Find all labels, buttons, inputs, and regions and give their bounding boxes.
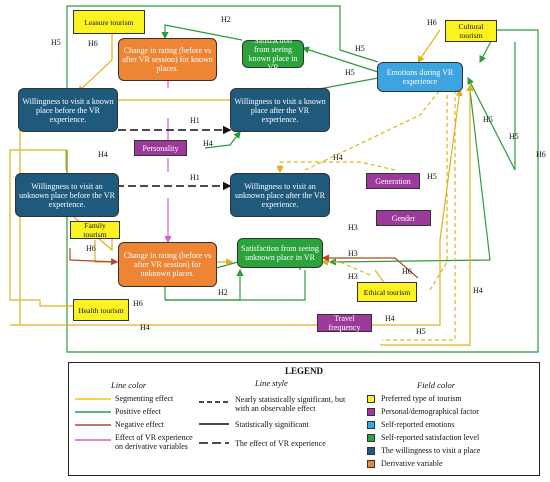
node-leasure-tourism: Leasure tourism: [73, 10, 145, 34]
node-travel-frequency: Travel frequency: [317, 314, 372, 332]
node-change-in-rating-known: Change in rating (before vs after VR ses…: [118, 38, 217, 81]
hypothesis-label-h3: H3: [348, 272, 358, 281]
hypothesis-label-h4: H4: [98, 150, 108, 159]
hypothesis-label-h6: H6: [536, 150, 546, 159]
legend: LEGEND Line color Line style Field color…: [68, 362, 540, 476]
hypothesis-label-h4: H4: [385, 314, 395, 323]
hypothesis-label-h5: H5: [416, 327, 426, 336]
node-family-tourism: Family tourism: [70, 221, 120, 239]
legend-field-color-label: Self-reported emotions: [381, 420, 455, 429]
hypothesis-label-h2: H2: [221, 15, 231, 24]
node-health-tourism: Health tourism: [73, 299, 129, 321]
hypothesis-label-h5: H5: [509, 132, 519, 141]
hypothesis-label-h4: H4: [333, 153, 343, 162]
hypothesis-label-h6: H6: [427, 18, 437, 27]
hypothesis-label-h3: H3: [348, 249, 358, 258]
hypothesis-label-h6: H6: [402, 267, 412, 276]
node-willingness-unknown-after: Willingness to visit an unknown place af…: [230, 173, 330, 217]
legend-field-color-label: Preferred type of tourism: [381, 394, 462, 403]
legend-line-color-label: Segmenting effect: [115, 394, 174, 403]
legend-swatch-willingness: [367, 447, 375, 455]
node-personality: Personality: [134, 140, 187, 156]
legend-line-style-label: Statistically significant: [235, 420, 309, 429]
node-gender: Gender: [376, 210, 431, 226]
legend-swatch-preferred-tourism: [367, 395, 375, 403]
legend-line-style-label: Nearly statistically significant, but wi…: [235, 395, 346, 413]
legend-title: LEGEND: [285, 366, 324, 376]
hypothesis-label-h5: H5: [427, 172, 437, 181]
legend-line-color-label: Positive effect: [115, 407, 161, 416]
legend-swatch-derivative: [367, 460, 375, 468]
legend-line-color-samples: [75, 398, 111, 441]
node-satisfaction-unknown: Satisfaction from seeing unknown place i…: [237, 238, 323, 268]
node-satisfaction-known: Satisfaction from seeing known place in …: [242, 36, 304, 72]
hypothesis-label-h1: H1: [190, 173, 200, 182]
legend-line-color-label: Effect of VR experience on derivative va…: [115, 433, 193, 451]
node-willingness-unknown-before: Willingness to visit an unknown place be…: [15, 173, 119, 217]
hypothesis-label-h2: H2: [218, 288, 228, 297]
hypothesis-label-h5: H5: [483, 115, 493, 124]
legend-swatch-personal-factor: [367, 408, 375, 416]
hypothesis-label-h5: H5: [345, 68, 355, 77]
node-change-in-rating-unknown: Change in rating (before vs after VR ses…: [118, 242, 217, 287]
node-cultural-tourism: Cultural tourism: [445, 20, 497, 42]
hypothesis-label-h6: H6: [133, 299, 143, 308]
hypothesis-label-h4: H4: [140, 323, 150, 332]
legend-field-color-label: Derivative variable: [381, 459, 443, 468]
legend-field-color-label: Self-reported satisfaction level: [381, 433, 480, 442]
node-willingness-known-before: Willingness to visit a known place befor…: [18, 88, 118, 132]
legend-line-style-header: Line style: [255, 378, 288, 388]
node-ethical-tourism: Ethical tourism: [357, 282, 417, 302]
legend-swatch-emotions: [367, 421, 375, 429]
node-willingness-known-after: Willingness to visit a known place after…: [230, 88, 330, 132]
legend-swatch-satisfaction: [367, 434, 375, 442]
legend-line-style-samples: [199, 401, 229, 444]
legend-field-color-label: The willingness to visit a place: [381, 446, 481, 455]
legend-line-color-header: Line color: [111, 380, 147, 390]
hypothesis-label-h1: H1: [190, 116, 200, 125]
node-emotions-vr: Emotions during VR experience: [377, 62, 463, 92]
hypothesis-label-h6: H6: [88, 39, 98, 48]
hypothesis-label-h5: H5: [51, 38, 61, 47]
legend-field-color-header: Field color: [417, 380, 456, 390]
hypothesis-label-h3: H3: [348, 223, 358, 232]
legend-field-color-label: Personal/demographical factor: [381, 407, 479, 416]
hypothesis-label-h4: H4: [203, 139, 213, 148]
hypothesis-label-h6: H6: [86, 244, 96, 253]
node-generation: Generation: [366, 173, 420, 189]
hypothesis-label-h5: H5: [355, 44, 365, 53]
legend-line-style-label: The effect of VR experience: [235, 439, 326, 448]
hypothesis-label-h4: H4: [473, 286, 483, 295]
legend-line-color-label: Negative effect: [115, 420, 164, 429]
